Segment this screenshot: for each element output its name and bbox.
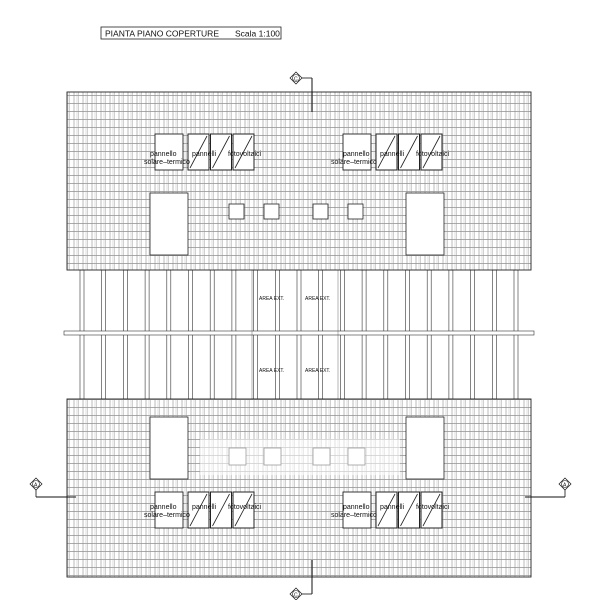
skylight-opening — [149, 192, 189, 256]
chimney — [228, 203, 245, 220]
pv-hatch — [189, 493, 208, 527]
solar-thermal-panel — [154, 491, 184, 529]
title-block: PIANTA PIANO COPERTURE Scala 1:100 — [100, 26, 282, 40]
section-marker-label: A — [563, 483, 567, 489]
area-label: AREA EXT. — [259, 296, 284, 302]
pv-hatch — [234, 493, 253, 527]
chimney — [312, 203, 329, 220]
roof-south — [66, 398, 532, 578]
section-marker-label: C — [294, 593, 298, 599]
pv-hatch — [212, 493, 230, 527]
label-pannello: pannello — [150, 504, 177, 511]
panel-labels-north-left: pannello pannelli fotovoltaici solare–te… — [144, 151, 262, 166]
label-pannelli: pannelli — [380, 151, 405, 158]
roof-tile-overlay — [67, 92, 531, 270]
pv-hatch — [377, 493, 396, 527]
title-frame — [100, 26, 282, 40]
section-marker-left: A — [29, 477, 76, 498]
solar-thermal-panel — [342, 491, 372, 529]
label-fotovoltaici: fotovoltaici — [416, 151, 450, 158]
area-label: AREA EXT. — [305, 296, 330, 302]
panel-labels-south-right: pannello pannelli fotovoltaici solare–te… — [331, 504, 450, 519]
skylight-opening — [405, 416, 445, 480]
drawing-scale: Scala 1:100 — [235, 29, 280, 39]
label-pannello: pannello — [343, 504, 370, 511]
label-pannello: pannello — [150, 151, 177, 158]
roof-tile-overlay — [67, 399, 531, 577]
solar-thermal-panel — [154, 133, 184, 171]
label-fotovoltaici: fotovoltaici — [416, 504, 450, 511]
section-markers: C C A A — [29, 71, 572, 600]
label-pannello: pannello — [343, 151, 370, 158]
pv-hatch — [422, 493, 441, 527]
panel-labels-north-right: pannello pannelli fotovoltaici solare–te… — [331, 151, 450, 166]
label-solare-termico: solare–termico — [331, 159, 377, 166]
label-solare-termico: solare–termico — [331, 512, 377, 519]
area-label: AREA EXT. — [305, 368, 330, 374]
pv-hatch — [422, 135, 441, 169]
area-label: AREA EXT. — [259, 368, 284, 374]
skylight-opening — [405, 192, 445, 256]
label-pannelli: pannelli — [192, 504, 217, 511]
label-pannelli: pannelli — [380, 504, 405, 511]
label-fotovoltaici: fotovoltaici — [228, 504, 262, 511]
solar-thermal-panel — [342, 133, 372, 171]
section-marker-label: A — [34, 483, 38, 489]
label-fotovoltaici: fotovoltaici — [228, 151, 262, 158]
chimney — [347, 203, 364, 220]
pv-hatch — [400, 493, 418, 527]
pv-hatch — [189, 135, 208, 169]
section-marker-label: C — [294, 77, 298, 83]
section-marker-bottom: C — [289, 560, 313, 600]
label-pannelli: pannelli — [192, 151, 217, 158]
label-solare-termico: solare–termico — [144, 512, 190, 519]
pergola-structure — [63, 269, 535, 400]
label-solare-termico: solare–termico — [144, 159, 190, 166]
section-marker-top: C — [289, 71, 313, 112]
pergola-crossbeam — [63, 330, 535, 336]
pv-hatch — [212, 135, 230, 169]
panel-labels-south-left: pannello pannelli fotovoltaici solare–te… — [144, 504, 262, 519]
chimney — [263, 203, 280, 220]
roof-shading — [200, 439, 400, 475]
roof-north — [66, 91, 532, 271]
drawing-title: PIANTA PIANO COPERTURE — [105, 29, 219, 39]
pv-hatch — [234, 135, 253, 169]
pv-hatch — [377, 135, 396, 169]
skylight-opening — [149, 416, 189, 480]
section-marker-right: A — [525, 477, 572, 498]
pv-hatch — [400, 135, 418, 169]
